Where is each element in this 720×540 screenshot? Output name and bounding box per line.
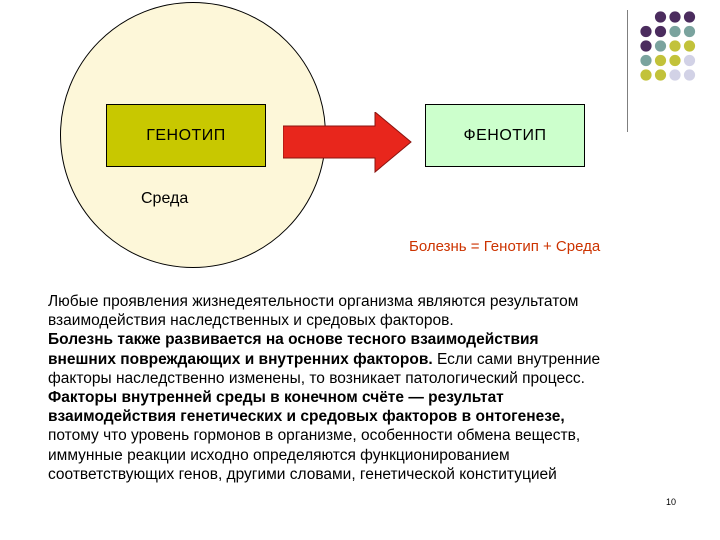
phenotype-label: ФЕНОТИП [463,126,547,144]
decor-dot [683,40,696,52]
decor-dot [654,25,667,38]
text-line-bold: внешних повреждающих и внутренних фактор… [48,350,433,368]
text-line: Болезнь также развивается на основе тесн… [48,331,539,349]
text-line: иммунные реакции исходно определяются фу… [48,446,510,464]
decor-dot [640,25,652,38]
text-line: соответствующих генов, другими словами, … [48,465,557,483]
decor-dot [654,40,667,52]
environment-label: Среда [141,190,189,207]
decor-dot [669,40,681,52]
text-line: потому что уровень гормонов в организме,… [48,427,581,445]
text-line: Факторы внутренней среды в конечном счёт… [48,389,504,407]
decor-dot [669,25,681,38]
decor-dot [683,11,696,23]
text-line: взаимодействия наследственных и средовых… [48,312,454,330]
text-line-normal: Если сами внутренние [432,350,601,368]
decor-dot [669,11,681,23]
dot-grid-icon [640,11,696,81]
decor-dot [654,69,667,81]
genotype-label: ГЕНОТИП [146,126,226,144]
text-line: факторы наследственно изменены, то возни… [48,369,585,387]
right-arrow-icon [283,112,412,174]
text-line: внешних повреждающих и внутренних фактор… [48,350,688,369]
text-line: взаимодействия генетических и средовых ф… [48,408,565,426]
decor-dot [640,40,652,52]
decor-dot [683,69,696,81]
decor-dot [654,54,667,67]
disease-formula: Болезнь = Генотип + Среда [409,238,601,255]
vertical-divider [627,10,628,132]
phenotype-box: ФЕНОТИП [425,104,585,167]
decor-dot [683,25,696,38]
text-line: Любые проявления жизнедеятельности орган… [48,293,579,310]
decor-dot [669,54,681,67]
genotype-box: ГЕНОТИП [106,104,266,167]
page-number: 10 [666,497,677,507]
decor-dot [654,11,667,23]
body-text: Любые проявления жизнедеятельности орган… [48,292,688,484]
decor-dot [669,69,681,81]
decor-dot [640,54,652,67]
decor-dot [683,54,696,67]
decor-dot [640,69,652,81]
